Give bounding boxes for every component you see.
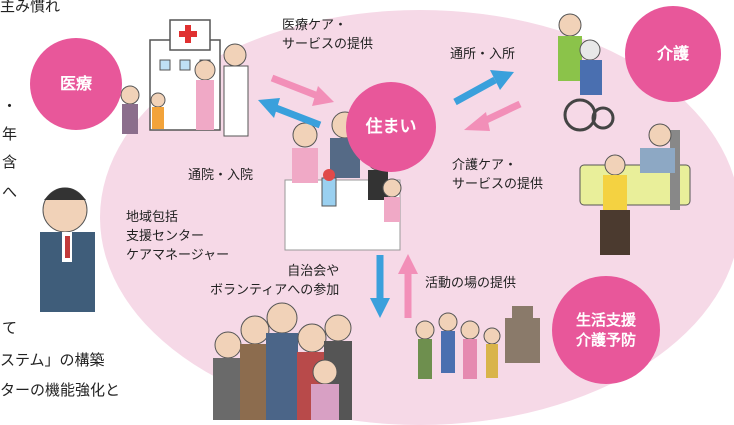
participation-label: 自治会や ボランティアへの参加 [210, 264, 340, 298]
care-node: 介護 [625, 6, 721, 102]
care-service-label: 介護ケア・ サービスの提供 [452, 158, 544, 192]
care-node-label: 介護 [656, 44, 689, 63]
edge-text-bottom-left-3: ターの機能強化と [0, 381, 121, 399]
edge-text-bottom-left-2: ステム」の構築 [0, 351, 105, 369]
support-node-label-2: 介護予防 [575, 331, 636, 349]
medical-service-label: 医療ケア・ サービスの提供 [282, 18, 374, 52]
support-node: 生活支援 介護予防 [552, 276, 660, 384]
edge-text-left-2: 年 [2, 125, 18, 143]
care-visit-label: 通所・入所 [450, 47, 516, 62]
activity-place-label: 活動の場の提供 [425, 276, 517, 291]
edge-text-bottom-left-1: て [2, 319, 18, 337]
medical-node-label: 医療 [59, 74, 92, 93]
medical-service-arrow [270, 74, 334, 106]
edge-text-left-4: へ [2, 183, 18, 201]
medical-node: 医療 [30, 38, 122, 130]
bedside-care-illustration [579, 123, 691, 255]
participation-arrow [370, 255, 390, 318]
care-visit-arrow [453, 70, 514, 106]
caregiver-wheelchair-illustration [558, 13, 615, 132]
activity-place-arrow [398, 254, 418, 318]
community-activity-illustration [415, 306, 540, 379]
senior-group-illustration [213, 302, 352, 420]
edge-text-left-1: ・ [2, 97, 18, 115]
support-node-label-1: 生活支援 [575, 311, 636, 329]
home-node: 住まい [346, 82, 436, 172]
care-manager-illustration [40, 187, 95, 312]
hospital-visit-arrow [258, 98, 322, 129]
hospital-visit-label: 通院・入院 [188, 168, 254, 183]
community-support-label: 地域包括 支援センター ケアマネージャー [126, 210, 230, 263]
edge-text-top-left: 主み慣れ [0, 0, 61, 15]
hospital-doctor-nurse-illustration [120, 19, 249, 137]
care-service-arrow [464, 100, 522, 131]
edge-text-left-3: 含 [2, 153, 18, 171]
home-node-label: 住まい [365, 117, 417, 137]
